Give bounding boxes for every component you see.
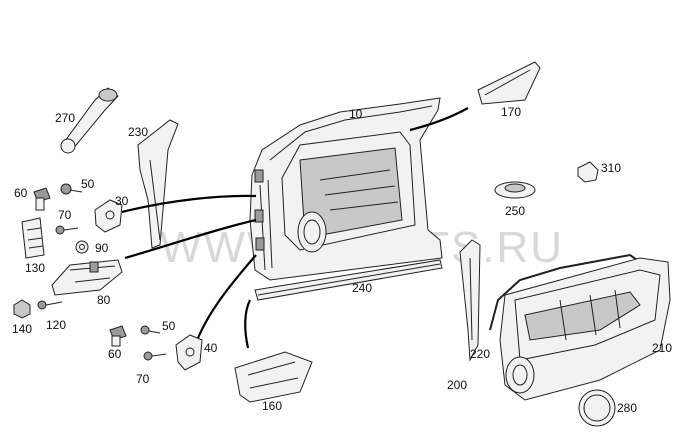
callout-310: 310: [601, 161, 621, 175]
screw-50-upper[interactable]: [60, 183, 83, 195]
callout-90: 90: [95, 241, 109, 255]
callout-40: 40: [204, 341, 218, 355]
callout-240: 240: [352, 281, 372, 295]
hinge-80[interactable]: [51, 259, 123, 296]
screw-50-lower[interactable]: [140, 325, 161, 335]
callout-70-lower: 70: [136, 372, 150, 386]
bolt-60-lower[interactable]: [109, 325, 127, 347]
callout-270: 270: [55, 111, 75, 125]
leader-30: [121, 194, 257, 214]
callout-170: 170: [501, 105, 521, 119]
callout-30: 30: [115, 194, 129, 208]
washer-90[interactable]: [75, 240, 89, 254]
callout-160: 160: [262, 399, 282, 413]
callout-130: 130: [25, 261, 45, 275]
callout-250: 250: [505, 204, 525, 218]
callout-200: 200: [447, 378, 467, 392]
callout-50-upper: 50: [81, 177, 95, 191]
sill-strip[interactable]: [254, 259, 443, 301]
mirror-cover[interactable]: [477, 61, 541, 105]
module-160[interactable]: [234, 351, 313, 403]
callout-10: 10: [349, 107, 363, 121]
door-handle-part[interactable]: [60, 87, 119, 154]
callout-210: 210: [652, 341, 672, 355]
seal-200[interactable]: [459, 239, 481, 362]
nut-140[interactable]: [13, 299, 31, 319]
bolt-60-upper[interactable]: [33, 187, 51, 211]
leader-170: [409, 107, 469, 132]
speaker-cover-280[interactable]: [578, 389, 616, 427]
clip-310[interactable]: [577, 161, 599, 183]
door-trim-panel[interactable]: [499, 257, 671, 401]
callout-60-lower: 60: [108, 347, 122, 361]
check-strap-40[interactable]: [175, 334, 203, 371]
bracket-30[interactable]: [94, 199, 123, 233]
callout-280: 280: [617, 401, 637, 415]
leader-40: [196, 254, 257, 339]
callout-80: 80: [97, 293, 111, 307]
block-130[interactable]: [21, 217, 45, 259]
leader-160: [244, 299, 251, 349]
callout-60-upper: 60: [14, 186, 28, 200]
leader-90: [124, 218, 257, 260]
callout-120: 120: [46, 318, 66, 332]
door-strip[interactable]: [137, 119, 179, 249]
screw-70-upper[interactable]: [55, 225, 79, 235]
screw-70-lower[interactable]: [143, 351, 167, 361]
door-shell[interactable]: [249, 97, 443, 281]
callout-230: 230: [128, 125, 148, 139]
callout-70-upper: 70: [58, 208, 72, 222]
callout-50-lower: 50: [162, 319, 176, 333]
speaker-250[interactable]: [494, 181, 536, 199]
seal-220[interactable]: [489, 253, 641, 331]
callout-220: 220: [470, 347, 490, 361]
callout-140: 140: [12, 322, 32, 336]
screw-120[interactable]: [37, 300, 63, 310]
